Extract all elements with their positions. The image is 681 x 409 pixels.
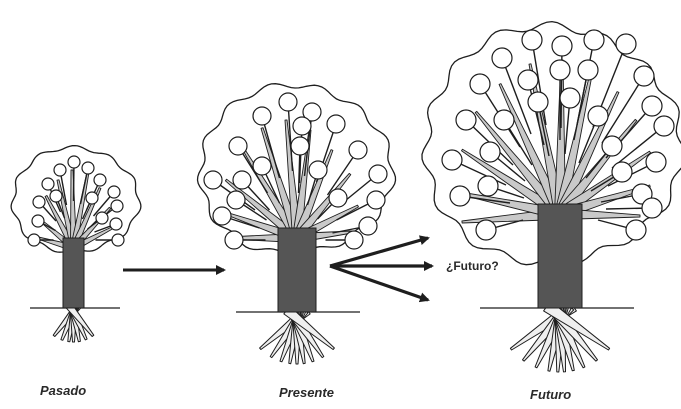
leaf-node xyxy=(560,88,580,108)
twig xyxy=(561,46,562,128)
leaf-node xyxy=(450,186,470,206)
tree-past xyxy=(11,146,141,342)
arrow-present-to-future-down xyxy=(330,266,428,300)
leaf-node xyxy=(588,106,608,126)
leaf-node xyxy=(642,198,662,218)
label-present: Presente xyxy=(279,385,334,400)
leaf-node xyxy=(478,176,498,196)
leaf-node xyxy=(550,60,570,80)
leaf-node xyxy=(110,218,122,230)
leaf-node xyxy=(33,196,45,208)
leaf-node xyxy=(213,207,231,225)
leaf-node xyxy=(42,178,54,190)
leaf-node xyxy=(634,66,654,86)
leaf-node xyxy=(50,190,62,202)
leaf-node xyxy=(349,141,367,159)
leaf-node xyxy=(552,36,572,56)
leaf-node xyxy=(293,117,311,135)
leaf-node xyxy=(578,60,598,80)
leaf-node xyxy=(291,137,309,155)
leaf-node xyxy=(253,157,271,175)
leaf-node xyxy=(642,96,662,116)
leaf-node xyxy=(86,192,98,204)
leaf-node xyxy=(646,152,666,172)
leaf-node xyxy=(309,161,327,179)
leaf-node xyxy=(54,164,66,176)
leaf-node xyxy=(626,220,646,240)
leaf-node xyxy=(279,93,297,111)
leaf-node xyxy=(28,234,40,246)
leaf-node xyxy=(225,231,243,249)
leaf-node xyxy=(476,220,496,240)
leaf-node xyxy=(329,189,347,207)
label-past: Pasado xyxy=(40,383,86,398)
label-future-question: ¿Futuro? xyxy=(446,259,499,273)
leaf-node xyxy=(616,34,636,54)
leaf-node xyxy=(108,186,120,198)
leaf-node xyxy=(227,191,245,209)
trunk xyxy=(278,228,316,312)
tree-present xyxy=(198,84,396,364)
leaf-node xyxy=(654,116,674,136)
leaf-node xyxy=(327,115,345,133)
leaf-node xyxy=(522,30,542,50)
leaf-node xyxy=(456,110,476,130)
leaf-node xyxy=(492,48,512,68)
leaf-node xyxy=(94,174,106,186)
label-future: Futuro xyxy=(530,387,571,402)
leaf-node xyxy=(229,137,247,155)
leaf-node xyxy=(602,136,622,156)
leaf-node xyxy=(518,70,538,90)
leaf-node xyxy=(442,150,462,170)
leaf-node xyxy=(253,107,271,125)
leaf-node xyxy=(96,212,108,224)
leaf-node xyxy=(528,92,548,112)
leaf-node xyxy=(68,156,80,168)
trunk xyxy=(538,204,582,308)
leaf-node xyxy=(359,217,377,235)
leaf-node xyxy=(204,171,222,189)
tree-future xyxy=(422,22,681,372)
leaf-node xyxy=(32,215,44,227)
leaf-node xyxy=(369,165,387,183)
leaf-node xyxy=(494,110,514,130)
leaf-node xyxy=(111,200,123,212)
leaf-node xyxy=(345,231,363,249)
leaf-node xyxy=(612,162,632,182)
leaf-node xyxy=(584,30,604,50)
leaf-node xyxy=(367,191,385,209)
leaf-node xyxy=(480,142,500,162)
leaf-node xyxy=(470,74,490,94)
leaf-node xyxy=(112,234,124,246)
leaf-node xyxy=(82,162,94,174)
leaf-node xyxy=(233,171,251,189)
trunk xyxy=(63,238,84,308)
